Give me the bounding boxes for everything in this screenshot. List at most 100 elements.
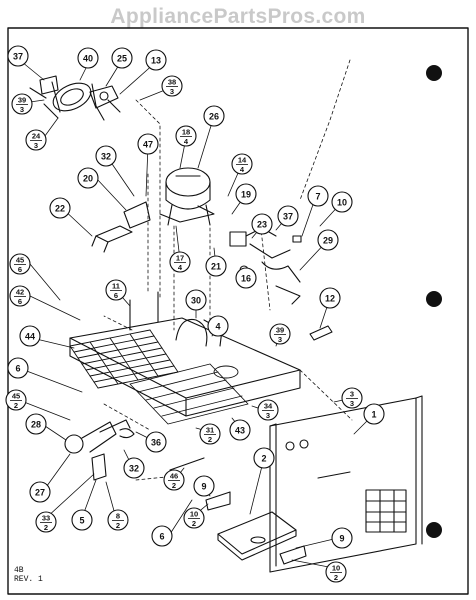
- callout-bubble: [107, 509, 129, 531]
- callout-label: 30: [191, 296, 201, 306]
- callout-bubble: [169, 251, 191, 273]
- callout-label: 47: [143, 140, 153, 150]
- callout-c18_4: 184: [175, 125, 197, 147]
- drip-pan-coil: [129, 363, 249, 425]
- callout-label: 45: [12, 392, 20, 401]
- callout-label: 32: [129, 464, 139, 474]
- callout-c1: 1: [363, 403, 385, 425]
- callout-c43: 43: [229, 419, 251, 441]
- page-border: [7, 27, 469, 595]
- callout-c30: 30: [185, 289, 207, 311]
- tubing-loop: [175, 318, 208, 347]
- callout-bubble: [145, 431, 167, 453]
- callout-c9b: 9: [331, 527, 353, 549]
- callout-c13: 13: [145, 49, 167, 71]
- callout-label: 4: [215, 322, 220, 332]
- callout-bubble: [77, 47, 99, 69]
- callout-label: 3: [34, 141, 38, 150]
- callout-label: 19: [241, 190, 251, 200]
- callout-label: 26: [209, 112, 219, 122]
- callout-bubble: [319, 287, 341, 309]
- callout-label: 42: [16, 288, 24, 297]
- callout-label: 43: [235, 426, 245, 436]
- callout-bubble: [105, 279, 127, 301]
- fan-motor-assembly: [29, 75, 121, 121]
- callout-c38_3: 383: [161, 75, 183, 97]
- callout-label: 4: [184, 137, 189, 146]
- callout-bubble: [331, 527, 353, 549]
- callout-c19: 19: [235, 183, 257, 205]
- callout-c8_2: 82: [107, 509, 129, 531]
- callout-c7: 7: [307, 185, 329, 207]
- callout-bubble: [325, 561, 347, 583]
- callout-label: 8: [116, 512, 120, 521]
- callout-label: 4: [178, 263, 183, 272]
- callout-c44: 44: [19, 325, 41, 347]
- callout-bubble: [9, 253, 31, 275]
- callout-bubble: [207, 315, 229, 337]
- callout-bubble: [71, 509, 93, 531]
- revision-line-1: 4B: [14, 566, 24, 575]
- callout-c25: 25: [111, 47, 133, 69]
- callout-bubble: [145, 49, 167, 71]
- rod: [169, 457, 205, 471]
- callout-label: 5: [79, 516, 84, 526]
- callout-c4: 4: [207, 315, 229, 337]
- callout-bubble: [123, 457, 145, 479]
- callout-bubble: [183, 507, 205, 529]
- callout-bubble: [49, 197, 71, 219]
- callout-c6a: 6: [7, 357, 29, 379]
- callout-bubble: [25, 129, 47, 151]
- capacitor: [91, 225, 133, 253]
- callout-c46_2: 462: [163, 469, 185, 491]
- drain-tube: [309, 325, 333, 341]
- callout-label: 18: [182, 128, 190, 137]
- callout-c36: 36: [145, 431, 167, 453]
- callout-c22: 22: [49, 197, 71, 219]
- callout-bubble: [151, 525, 173, 547]
- callout-c2: 2: [253, 447, 275, 469]
- callout-bubble: [317, 229, 339, 251]
- callout-c28: 28: [25, 413, 47, 435]
- relay-overload: [229, 227, 302, 305]
- callout-bubble: [77, 167, 99, 189]
- callout-bubble: [341, 387, 363, 409]
- callout-label: 38: [168, 78, 176, 87]
- callout-label: 28: [31, 420, 41, 430]
- callout-label: 3: [278, 335, 282, 344]
- callout-label: 2: [261, 454, 266, 464]
- drain-tray: [217, 511, 297, 561]
- callout-c10_2a: 102: [183, 507, 205, 529]
- callout-label: 22: [55, 204, 65, 214]
- callout-label: 6: [159, 532, 164, 542]
- callout-c39_3b: 393: [269, 323, 291, 345]
- callout-label: 17: [176, 254, 184, 263]
- callout-c11_6: 116: [105, 279, 127, 301]
- callout-bubble: [137, 133, 159, 155]
- callout-label: 12: [325, 294, 335, 304]
- mount-bracket: [91, 453, 107, 481]
- callout-bubble: [161, 75, 183, 97]
- callout-label: 3: [170, 87, 174, 96]
- callout-bubble: [9, 285, 31, 307]
- callout-label: 2: [334, 573, 338, 582]
- callout-c6b: 6: [151, 525, 173, 547]
- callout-c45_2: 452: [5, 389, 27, 411]
- callout-bubble: [331, 191, 353, 213]
- callout-label: 27: [35, 488, 45, 498]
- callout-label: 45: [16, 256, 24, 265]
- callout-label: 10: [190, 510, 198, 519]
- callout-c47: 47: [137, 133, 159, 155]
- callout-label: 20: [83, 174, 93, 184]
- callout-label: 6: [18, 297, 22, 306]
- callout-bubble: [11, 93, 33, 115]
- callout-label: 2: [116, 521, 120, 530]
- callout-bubble: [199, 423, 221, 445]
- callout-label: 3: [20, 105, 24, 114]
- callout-label: 3: [266, 411, 270, 420]
- callout-c29: 29: [317, 229, 339, 251]
- callout-label: 2: [44, 523, 48, 532]
- callout-c32b: 32: [123, 457, 145, 479]
- callout-label: 4: [240, 165, 245, 174]
